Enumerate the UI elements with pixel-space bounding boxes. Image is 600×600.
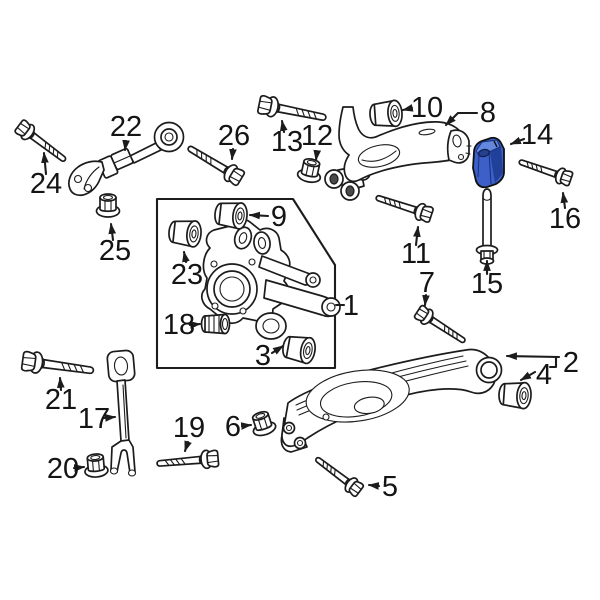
part-11-bolt <box>372 188 435 225</box>
callout-labels: 1 2 3 4 5 6 7 8 9 10 11 12 13 14 15 16 1… <box>30 92 581 503</box>
knuckle-hub-bore <box>207 264 257 314</box>
callout-9: 9 <box>271 201 287 233</box>
leader-8 <box>446 113 477 125</box>
leader-21 <box>56 376 65 390</box>
callout-18: 18 <box>163 309 195 341</box>
part-6-nut <box>247 408 279 439</box>
knuckle-bolt-holes <box>211 259 255 314</box>
callout-8: 8 <box>480 97 496 129</box>
leader-18 <box>190 321 202 329</box>
knuckle-top-ears <box>232 225 271 255</box>
knuckle-lower-boss <box>256 313 286 339</box>
callout-12: 12 <box>301 120 333 152</box>
part-4-bushing <box>497 380 533 410</box>
leader-20 <box>74 464 86 472</box>
callout-14: 14 <box>521 119 553 151</box>
part-15-bolt <box>477 189 498 264</box>
part-2-lower-control-arm <box>281 349 501 452</box>
callout-5: 5 <box>382 471 398 503</box>
part-18-bushing <box>202 315 230 334</box>
callout-10: 10 <box>411 92 443 124</box>
part-5-bolt <box>310 451 366 499</box>
callout-15: 15 <box>471 268 503 300</box>
lower-arm-spring-seat <box>302 363 413 429</box>
leader-4 <box>521 372 535 380</box>
callout-16: 16 <box>549 203 581 235</box>
knuckle-upper-strut <box>259 256 320 287</box>
leader-14 <box>511 136 524 144</box>
leader-9 <box>248 211 268 220</box>
part-7-bolt <box>412 303 470 349</box>
lower-arm-rear-eye <box>477 358 502 383</box>
callout-leaders <box>41 104 569 490</box>
callout-20: 20 <box>47 453 79 485</box>
part-17-fork-link <box>107 350 136 476</box>
leader-13 <box>279 119 288 132</box>
part-22-adjustable-link <box>69 123 184 196</box>
link-22-fork-bracket <box>69 161 104 195</box>
callout-11: 11 <box>401 238 431 270</box>
part-1-knuckle <box>202 219 340 339</box>
part-8-upper-control-arm <box>325 107 471 200</box>
part-23-bushing <box>166 217 204 249</box>
callout-24: 24 <box>30 168 62 200</box>
link-22-bushing-eye <box>155 123 184 152</box>
callout-6: 6 <box>225 411 241 443</box>
leader-16 <box>560 191 569 208</box>
part-12-nut <box>295 156 325 186</box>
leader-12 <box>313 149 322 162</box>
callout-7: 7 <box>419 267 435 299</box>
leader-5 <box>367 482 379 490</box>
leader-6 <box>240 422 253 430</box>
callout-26: 26 <box>218 120 250 152</box>
callout-22: 22 <box>110 111 142 143</box>
part-25-nut <box>95 193 121 218</box>
leader-24 <box>41 151 49 174</box>
upper-arm-end-boss <box>448 130 471 163</box>
callout-4: 4 <box>536 359 552 391</box>
part-1-knuckle-box-frame <box>157 199 335 368</box>
leader-23 <box>182 250 190 262</box>
callout-13: 13 <box>271 126 303 158</box>
part-19-bolt <box>155 448 220 474</box>
callout-25: 25 <box>99 235 131 267</box>
leader-25 <box>108 222 117 240</box>
leader-3 <box>272 346 283 355</box>
leader-22 <box>122 139 130 152</box>
callout-3: 3 <box>255 340 271 372</box>
lower-arm-front-eyes <box>284 423 306 449</box>
callout-23: 23 <box>171 259 203 291</box>
leader-17 <box>104 414 117 422</box>
leader-7 <box>422 295 430 307</box>
callout-17: 17 <box>78 403 110 435</box>
part-24-bolt <box>13 117 71 168</box>
part-14-highlighted-bracket <box>473 138 504 188</box>
part-3-bushing <box>280 332 318 366</box>
callout-1: 1 <box>343 290 359 322</box>
knuckle-right-arm <box>264 280 340 316</box>
part-21-bolt <box>20 349 96 382</box>
part-9-bushing <box>212 199 250 231</box>
leader-10 <box>401 104 414 112</box>
part-16-bolt <box>516 153 575 188</box>
callout-21: 21 <box>45 384 77 416</box>
leader-2 <box>505 352 559 361</box>
part-10-bushing <box>368 99 404 129</box>
leader-19 <box>185 440 192 451</box>
callout-2: 2 <box>563 347 579 379</box>
leader-2-4-bracket <box>550 357 556 367</box>
part-20-nut <box>82 452 110 479</box>
leader-26 <box>229 149 237 161</box>
leader-11 <box>413 225 421 245</box>
callout-19: 19 <box>173 412 205 444</box>
